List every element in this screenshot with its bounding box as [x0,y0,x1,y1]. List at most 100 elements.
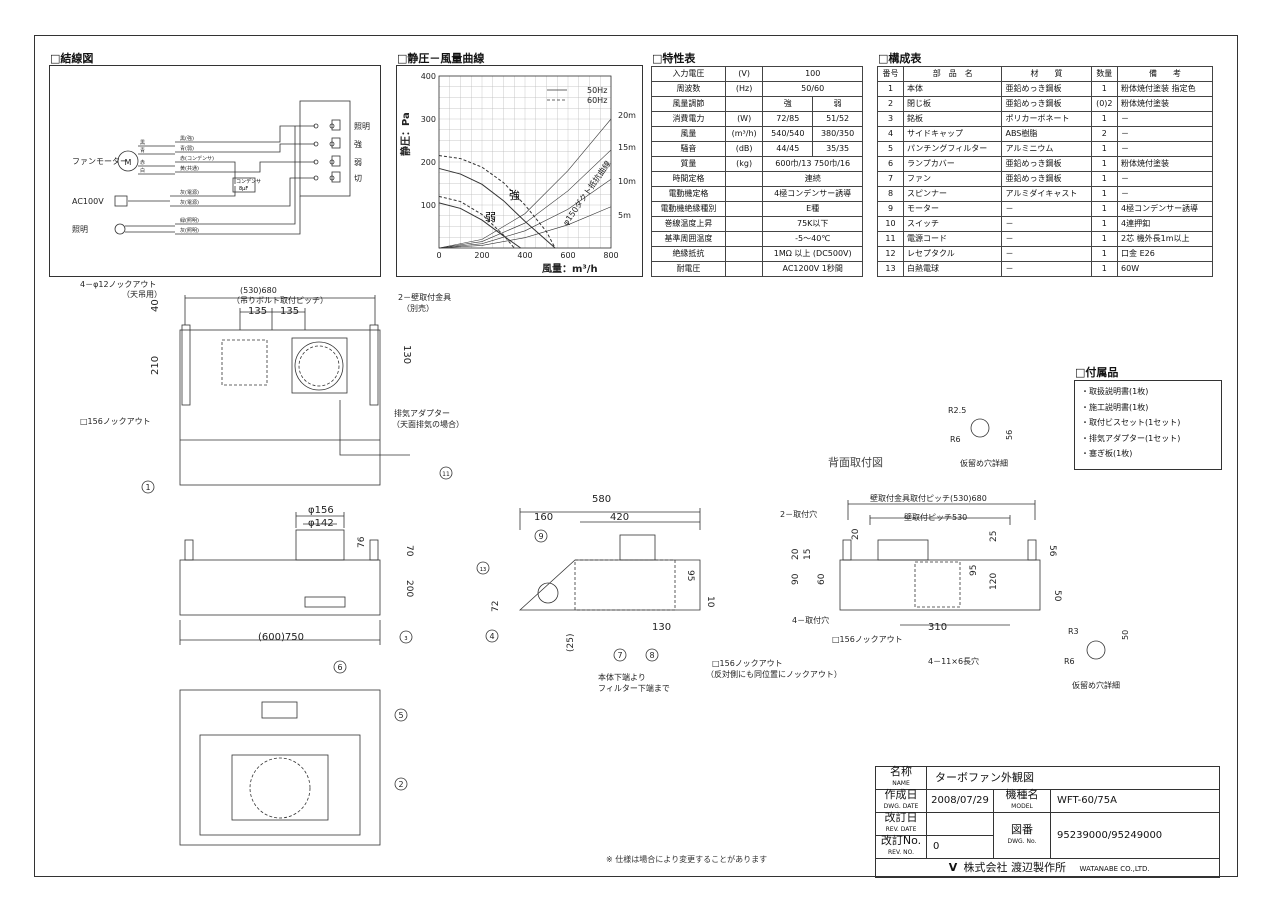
series-line-5m [438,206,612,249]
detail-50: 50 [1121,630,1130,640]
wall-bracket-label: 2－壁取付金具 [398,292,451,302]
name-value: ターボファン外観図 [926,766,1220,790]
exhaust-adapter-sub: （天面排気の場合） [392,419,464,429]
bottom-view: 6 5 2 [179,660,408,846]
dim-10: 10 [705,596,715,608]
accessory-item: ・取扱説明書(1枚) [1081,387,1149,396]
wire-label: 灰(照明) [180,227,199,234]
top-view-outline [179,329,381,486]
parts-cell: 1 [1090,261,1119,277]
dim-310: 310 [928,622,947,633]
callout-11-text: 11 [442,471,450,478]
dim-130: 130 [401,345,412,364]
back-knockout-label: □156ノックアウト [832,635,903,644]
section-view: 580 160 420 95 72 10 130 (25) 本体下端より フィル… [476,494,842,693]
callout-7-text: 7 [617,651,622,660]
detail-bottom-hole [1086,640,1106,660]
dim-210: 210 [150,356,161,375]
callout-13-text: 13 [480,567,486,573]
callout-9-text: 9 [538,532,543,541]
callout-1-text: 1 [145,483,150,492]
callout-8-text: 8 [649,651,654,660]
plug-icon [114,195,128,207]
section-knockout-label: □156ノックアウト [712,659,783,668]
knockout-156 [221,339,268,386]
company-name: 株式会社 渡辺製作所 [963,860,1067,874]
wire-routes [175,125,315,184]
accessory-item: ・取付ビスセット(1セット) [1081,418,1181,427]
date-value: 2008/07/29 [926,789,994,813]
spec-label: 耐電圧 [651,261,726,277]
wire-label: 黄(共通) [180,165,199,172]
annot-strong: 強 [509,189,520,202]
wire-label: 青(弱) [180,145,194,152]
detail-top-caption: 仮留め穴詳細 [960,458,1008,468]
dim-back-20b: 20 [851,528,861,540]
duct-20m: 20m [618,111,636,120]
dim-420: 420 [610,512,629,523]
callout-3-text: 3 [404,636,407,642]
callout-7 [613,648,627,662]
x-tick-label: 400 [517,251,532,260]
dim-130-section: 130 [652,622,671,633]
light-bulb-icon [537,582,559,604]
dim-200: 200 [404,580,414,597]
power-cord [339,400,410,456]
switch-label-off: 切 [354,174,362,183]
motor-symbol: M [125,158,132,167]
detail-views: R2.5 R6 56 仮留め穴詳細 R3 R6 50 仮留め穴詳細 [948,406,1130,690]
dim-back-25: 25 [989,531,999,542]
switch-panel [304,596,346,608]
detail-r6-bottom: R6 [1064,657,1075,666]
exhaust-adapter-ring [294,341,344,391]
drawing-frame [34,35,1238,877]
fan-motor-label: ファンモーター [72,157,128,166]
wire-label: 緑(照明) [180,217,199,224]
callout-13-12 [476,561,490,575]
bulb-icon [114,223,126,235]
curve-title: □静圧－風量曲線 [397,52,485,65]
dim-phi142: φ142 [308,518,334,529]
accessory-item: ・塞ぎ板(1枚) [1081,449,1133,458]
light-wires [125,126,301,235]
exhaust-adapter-label: 排気アダプター [394,408,450,418]
left-bracket [181,324,191,406]
y-tick-label: 200 [421,158,436,167]
rev-date-value [926,812,994,836]
callout-8 [645,648,659,662]
y-tick-label: 300 [421,115,436,124]
accessories-title: □付属品 [1075,366,1119,379]
wire-label: 黒(強) [180,135,194,142]
knockout-top-label: 4－φ12ノックアウト [80,280,156,289]
callout-2-text: 2 [398,780,403,789]
dim-40: 40 [150,299,161,312]
spec-change-note: ※ 仕様は場合により変更することがあります [606,855,768,864]
legend-50hz: 50Hz [587,86,607,95]
dim-back-95: 95 [969,565,979,576]
slots-label: 4－11×6長穴 [928,656,979,666]
spec-row: 時間定格連続 [651,171,863,187]
series-line-60Hz-弱 [438,195,515,249]
dim-160: 160 [534,512,553,523]
dim-back-60: 60 [817,573,827,585]
accessories-box: ・取扱説明書(1枚) ・施工説明書(1枚) ・取付ビスセット(1セット) ・排気… [1074,380,1222,470]
parts-cell: 60W [1117,261,1213,277]
knockout-156-label: □156ノックアウト [80,417,151,426]
accessory-item: ・施工説明書(1枚) [1081,402,1149,412]
callout-4 [485,629,499,643]
model-value: WFT-60/75A [1050,789,1220,813]
back-outline [839,559,1041,611]
dim-back-15: 15 [803,549,813,560]
duct-10m: 10m [618,177,636,186]
callout-6 [333,660,347,674]
